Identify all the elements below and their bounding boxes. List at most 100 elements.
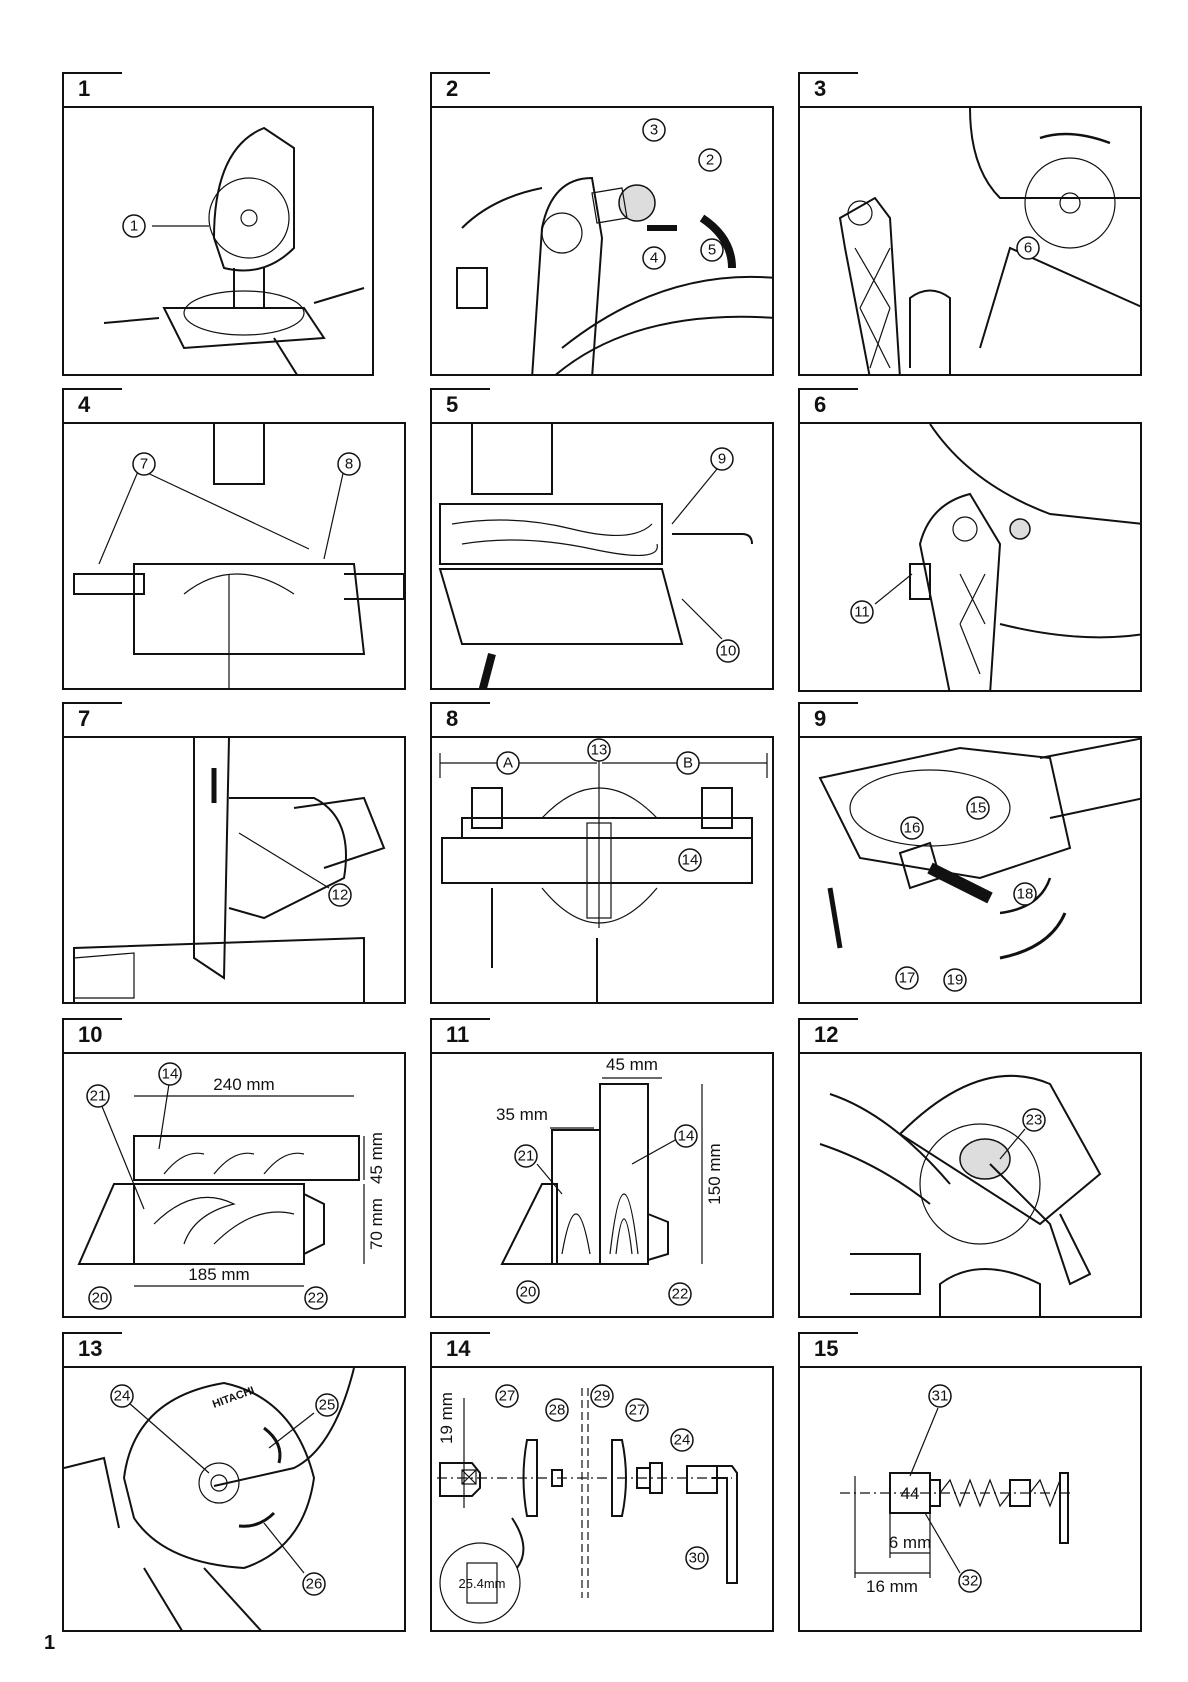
figure-11-callout-22: 22: [672, 1286, 689, 1303]
figure-10-dimension-70: 70 mm: [367, 1198, 386, 1250]
figure-3-illustration: 6: [800, 108, 1142, 376]
figure-11-callout-20: 20: [520, 1284, 537, 1301]
figure-4-callout-7: 7: [140, 456, 148, 473]
figure-5-illustration: 9 10: [432, 424, 774, 690]
figure-1-callout-1: 1: [130, 218, 138, 235]
figure-2-number: 2: [446, 76, 480, 102]
figure-15-number: 15: [814, 1336, 848, 1362]
figure-7-number: 7: [78, 706, 112, 732]
figure-13-illustration: HITACHI 24 25 26: [64, 1368, 406, 1632]
figure-9-number: 9: [814, 706, 848, 732]
figure-5-number: 5: [446, 392, 480, 418]
figure-10-tab: 10: [62, 1018, 122, 1052]
figure-15-panel: 44 6 mm 16 mm 31 32: [798, 1366, 1142, 1632]
figure-4-illustration: 7 8: [64, 424, 406, 690]
figure-5-tab: 5: [430, 388, 490, 422]
figure-9-tab: 9: [798, 702, 858, 736]
figure-11-callout-21: 21: [518, 1148, 535, 1165]
figure-15-dimension-16: 16 mm: [866, 1577, 918, 1596]
figure-11-illustration: 45 mm 35 mm 150 mm 21 14 20 22: [432, 1054, 774, 1318]
figure-12-callout-23: 23: [1026, 1112, 1043, 1129]
figure-8-tab: 8: [430, 702, 490, 736]
figure-13-callout-26: 26: [306, 1576, 323, 1593]
figure-1-tab: 1: [62, 72, 122, 106]
figure-10-dimension-185: 185 mm: [188, 1265, 249, 1284]
figure-4-panel: 7 8: [62, 422, 406, 690]
figure-10-dimension-45: 45 mm: [367, 1132, 386, 1184]
figure-9-panel: 16 15 18 17 19: [798, 736, 1142, 1004]
figure-3-callout-6: 6: [1024, 240, 1032, 257]
figure-6-callout-11: 11: [854, 604, 870, 621]
figure-11-number: 11: [446, 1022, 480, 1048]
figure-8-letter-b: B: [683, 755, 693, 772]
figure-12-panel: 23: [798, 1052, 1142, 1318]
figure-15-callout-32: 32: [962, 1573, 979, 1590]
figure-13-brand: HITACHI: [211, 1385, 256, 1411]
figure-12-illustration: 23: [800, 1054, 1142, 1318]
figure-1-number: 1: [78, 76, 112, 102]
figure-11-panel: 45 mm 35 mm 150 mm 21 14 20 22: [430, 1052, 774, 1318]
figure-9-callout-19: 19: [947, 972, 964, 989]
figure-10-dimension-240: 240 mm: [213, 1075, 274, 1094]
figure-11-dimension-45: 45 mm: [606, 1055, 658, 1074]
figure-10-callout-21: 21: [90, 1088, 107, 1105]
figure-10-callout-22: 22: [308, 1290, 325, 1307]
figure-9-callout-15: 15: [970, 800, 987, 817]
figure-7-tab: 7: [62, 702, 122, 736]
figure-2-panel: 3 2 4 5: [430, 106, 774, 376]
figure-9-callout-16: 16: [904, 820, 921, 837]
figure-1-panel: 1: [62, 106, 374, 376]
figure-6-panel: 11: [798, 422, 1142, 692]
figure-11-callout-14: 14: [678, 1128, 695, 1145]
figure-5-panel: 9 10: [430, 422, 774, 690]
figure-15-callout-31: 31: [932, 1388, 949, 1405]
figure-3-number: 3: [814, 76, 848, 102]
figure-6-number: 6: [814, 392, 848, 418]
figure-9-illustration: 16 15 18 17 19: [800, 738, 1142, 1004]
figure-2-illustration: 3 2 4 5: [432, 108, 774, 376]
figure-13-callout-25: 25: [319, 1397, 336, 1414]
figure-10-illustration: 240 mm 45 mm 70 mm 185 mm 14 21 20 22: [64, 1054, 406, 1318]
figure-8-panel: A 13 B 14: [430, 736, 774, 1004]
figure-8-number: 8: [446, 706, 480, 732]
figure-4-tab: 4: [62, 388, 122, 422]
figure-1-illustration: 1: [64, 108, 374, 376]
figure-8-callout-14: 14: [682, 852, 699, 869]
figure-7-callout-12: 12: [332, 887, 349, 904]
figure-8-letter-a: A: [503, 755, 513, 772]
figure-10-panel: 240 mm 45 mm 70 mm 185 mm 14 21 20 22: [62, 1052, 406, 1318]
figure-2-callout-4: 4: [650, 250, 658, 267]
figure-12-number: 12: [814, 1022, 848, 1048]
figure-14-illustration: 19 mm 25.4mm 27 28 29 27 24 30: [432, 1368, 774, 1632]
figure-8-callout-13: 13: [591, 742, 608, 759]
figure-14-number: 14: [446, 1336, 480, 1362]
figure-14-callout-29: 29: [594, 1388, 611, 1405]
figure-13-panel: HITACHI 24 25 26: [62, 1366, 406, 1632]
figure-15-tab: 15: [798, 1332, 858, 1366]
figure-2-callout-5: 5: [708, 242, 716, 259]
figure-14-panel: 19 mm 25.4mm 27 28 29 27 24 30: [430, 1366, 774, 1632]
figure-14-callout-24: 24: [674, 1432, 691, 1449]
figure-11-dimension-150: 150 mm: [705, 1143, 724, 1204]
figure-8-illustration: A 13 B 14: [432, 738, 774, 1004]
page-number: 1: [44, 1632, 55, 1655]
figure-2-callout-2: 2: [706, 152, 714, 169]
figure-2-callout-3: 3: [650, 122, 658, 139]
figure-6-tab: 6: [798, 388, 858, 422]
figure-13-tab: 13: [62, 1332, 122, 1366]
figure-15-illustration: 44 6 mm 16 mm 31 32: [800, 1368, 1142, 1632]
figure-11-dimension-35: 35 mm: [496, 1105, 548, 1124]
figure-14-callout-27-left: 27: [499, 1388, 516, 1405]
figure-13-callout-24: 24: [114, 1388, 131, 1405]
figure-14-callout-27-right: 27: [629, 1402, 646, 1419]
figure-4-callout-8: 8: [345, 456, 353, 473]
figure-9-callout-18: 18: [1017, 886, 1034, 903]
figure-14-dimension-19: 19 mm: [437, 1392, 456, 1444]
figure-7-illustration: 12: [64, 738, 406, 1004]
figure-14-callout-30: 30: [689, 1550, 706, 1567]
figure-10-number: 10: [78, 1022, 112, 1048]
figure-7-panel: 12: [62, 736, 406, 1004]
figure-10-callout-20: 20: [92, 1290, 109, 1307]
figure-4-number: 4: [78, 392, 112, 418]
figure-11-tab: 11: [430, 1018, 490, 1052]
